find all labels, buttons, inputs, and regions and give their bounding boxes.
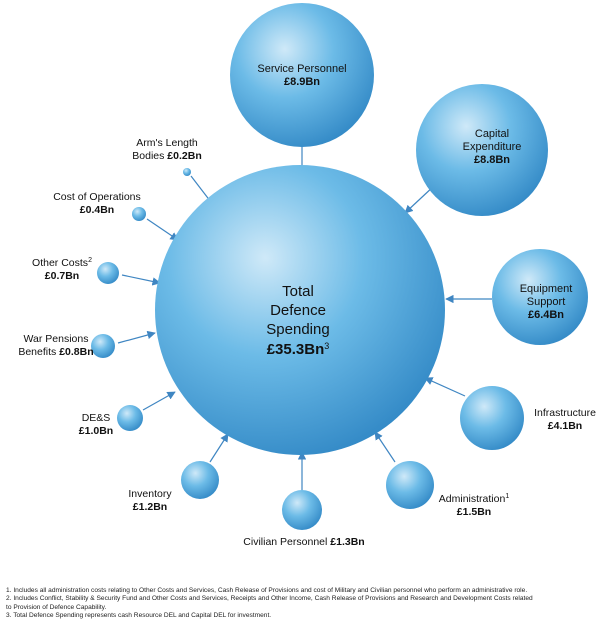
inventory-label-line-1: Inventory [128, 488, 172, 500]
war-pensions-benefits-bubble [91, 334, 115, 358]
civilian-personnel-bubble [282, 490, 322, 530]
administration-footnote-mark: 1 [505, 493, 509, 500]
other-costs-arrow [121, 274, 161, 286]
footnote-1: 1. Includes all administration costs rel… [6, 587, 528, 594]
total-label-line-3: Spending [266, 321, 329, 338]
capital-expenditure-label-line-1: Capital [475, 128, 509, 140]
equipment-support-label-line-1: Equipment [520, 283, 573, 295]
capital-expenditure-label-line-2: Expenditure [463, 141, 522, 153]
arm-s-length-bodies-label-line-1: Arm's Length [136, 137, 198, 149]
war-pensions-benefits-label-line-1: War Pensions [24, 333, 89, 345]
infrastructure-label-line-1: Infrastructure [534, 407, 596, 419]
arm-s-length-bodies-label-line-2: Bodies £0.2Bn [132, 150, 201, 162]
service-personnel-label-line-1: Service Personnel [257, 63, 346, 75]
total-label-line-2: Defence [270, 302, 326, 319]
footnotes: 1. Includes all administration costs rel… [6, 587, 612, 621]
arm-s-length-bodies-label-tail: Bodies [132, 150, 167, 162]
cost-of-operations-arrow [146, 218, 179, 241]
administration-arrow [374, 431, 396, 463]
total-label-line-1: Total [282, 283, 314, 300]
footnote-3: 3. Total Defence Spending represents cas… [6, 612, 272, 620]
capital-expenditure-bubble [416, 84, 548, 216]
war-pensions-benefits-value: £0.8Bn [59, 346, 93, 358]
other-costs-label-line-1: Other Costs2 [32, 257, 92, 269]
footnote-2: 2. Includes Conflict, Stability & Securi… [6, 595, 533, 603]
infrastructure-bubble [460, 386, 524, 450]
civilian-personnel-value: £1.3Bn [330, 536, 364, 548]
inventory-bubble [181, 461, 219, 499]
cost-of-operations-label-line-1: Cost of Operations [53, 191, 141, 203]
equipment-support-label-line-2: Support [527, 296, 566, 308]
administration-label-line-1: Administration1 [439, 493, 510, 505]
equipment-support-value: £6.4Bn [528, 309, 564, 321]
equipment-support-bubble [492, 249, 588, 345]
civilian-personnel-label: Civilian Personnel £1.3Bn [243, 536, 364, 548]
civilian-personnel-name: Civilian Personnel [243, 536, 330, 548]
arm-s-length-bodies-bubble [183, 168, 191, 176]
inventory-arrow [209, 433, 229, 463]
service-personnel-bubble [230, 3, 374, 147]
cost-of-operations-value: £0.4Bn [80, 204, 114, 216]
de-s-bubble [117, 405, 143, 431]
de-s-arrow [142, 391, 176, 411]
war-pensions-benefits-arrow [117, 330, 156, 344]
war-pensions-benefits-label-line-2: Benefits £0.8Bn [18, 346, 93, 358]
infrastructure-value: £4.1Bn [548, 420, 582, 432]
other-costs-bubble [97, 262, 119, 284]
administration-value: £1.5Bn [457, 506, 491, 518]
inventory-value: £1.2Bn [133, 501, 167, 513]
capital-expenditure-value: £8.8Bn [474, 154, 510, 166]
cost-of-operations-bubble [132, 207, 146, 221]
war-pensions-benefits-label-tail: Benefits [18, 346, 59, 358]
de-s-label-line-1: DE&S [82, 412, 111, 424]
arm-s-length-bodies-value: £0.2Bn [167, 150, 201, 162]
infrastructure-arrow [424, 377, 466, 397]
de-s-value: £1.0Bn [79, 425, 113, 437]
total-spending-bubble [155, 165, 445, 455]
total-footnote-mark: 3 [324, 341, 329, 351]
footnote-2-continued: to Provision of Defence Capability. [6, 603, 107, 611]
other-costs-value: £0.7Bn [45, 270, 79, 282]
service-personnel-value: £8.9Bn [284, 76, 320, 88]
total-value: £35.3Bn3 [267, 341, 330, 358]
other-costs-footnote-mark: 2 [88, 257, 92, 264]
administration-bubble [386, 461, 434, 509]
